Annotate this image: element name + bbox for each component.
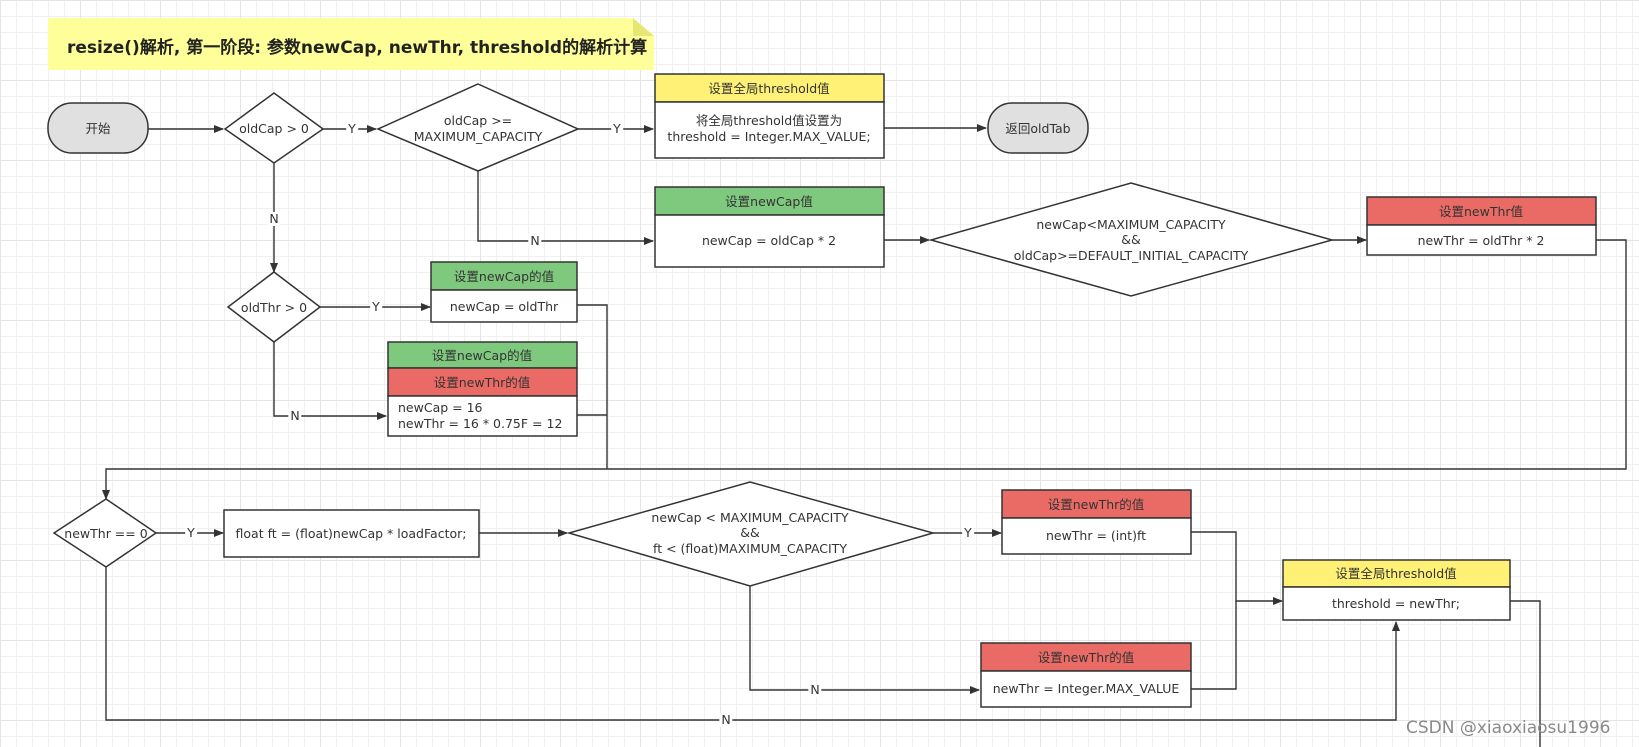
newcap-oldthr-body [430, 289, 578, 323]
defaults-body-line1: newCap = 16 [398, 400, 483, 415]
newcap-header [654, 186, 885, 216]
decision-max-line2: MAXIMUM_CAPACITY [413, 129, 543, 144]
decision-ft-line2: && [740, 525, 760, 540]
decision-max-line1: oldCap >= [443, 113, 513, 128]
return-node [987, 102, 1089, 154]
newthr-int-header-label: 设置newThr的值 [1047, 497, 1145, 512]
ft-box [223, 509, 480, 558]
edge-label-y5: Y [962, 525, 974, 540]
newcap-body-label: newCap = oldCap * 2 [701, 233, 837, 248]
newcap-oldthr-header [430, 261, 578, 291]
edge-merge-right [102, 239, 1627, 500]
decision-oldcap-label: oldCap > 0 [239, 121, 309, 136]
defaults-header2-label: 设置newThr的值 [433, 375, 531, 390]
return-label: 返回oldTab [1005, 121, 1071, 136]
decision-big [928, 182, 1335, 297]
start-label: 开始 [85, 121, 111, 136]
setthr-header-label: 设置全局threshold值 [708, 81, 830, 96]
edge-label-y2: Y [611, 121, 623, 136]
defaults-header1-label: 设置newCap的值 [431, 348, 533, 363]
setthr-body-line1: 将全局threshold值设置为 [695, 113, 843, 128]
decision-newthr-zero [52, 498, 158, 568]
threshold-body-label: threshold = newThr; [1331, 596, 1461, 611]
edge-label-n1: N [267, 211, 281, 226]
newthr-max-header-label: 设置newThr的值 [1037, 650, 1135, 665]
edge-newthr-no-threshold [105, 567, 1400, 721]
newthr-double-header [1366, 196, 1597, 226]
decision-ft-line3: ft < (float)MAXIMUM_CAPACITY [653, 541, 847, 556]
decision-oldthr-label: oldThr > 0 [240, 300, 308, 315]
edge-dft-max [749, 586, 980, 694]
edge-label-n3: N [288, 408, 302, 423]
newcap-oldthr-header-label: 设置newCap的值 [453, 269, 555, 284]
newthr-double-body [1366, 224, 1597, 256]
decision-ft [566, 481, 936, 587]
decision-big-line1: newCap<MAXIMUM_CAPACITY [1036, 217, 1226, 232]
threshold-header-label: 设置全局threshold值 [1335, 566, 1457, 581]
edge-label-y3: Y [370, 299, 382, 314]
ft-box-label: float ft = (float)newCap * loadFactor; [235, 526, 467, 541]
title-note [48, 18, 654, 70]
edge-label-n2: N [528, 233, 542, 248]
decision-ft-line1: newCap < MAXIMUM_CAPACITY [651, 510, 849, 525]
threshold-body [1282, 586, 1511, 621]
edge-max-newcap [477, 171, 654, 245]
watermark: CSDN @xiaoxiaosu1996 [1406, 718, 1611, 738]
setthr-body-line2: threshold = Integer.MAX_VALUE; [667, 129, 871, 144]
newthr-int-body-label: newThr = (int)ft [1045, 528, 1147, 543]
edge-label-n4: N [808, 682, 822, 697]
decision-big-line3: oldCap>=DEFAULT_INITIAL_CAPACITY [1013, 248, 1249, 263]
edge-label-y1: Y [346, 121, 358, 136]
defaults-header-newthr [387, 367, 578, 397]
newthr-double-header-label: 设置newThr值 [1438, 204, 1524, 219]
edge-newcap-merge [577, 304, 608, 469]
decision-newthr-label: newThr == 0 [64, 526, 148, 541]
newthr-double-body-label: newThr = oldThr * 2 [1417, 233, 1545, 248]
newthr-max-body [980, 670, 1192, 708]
note-title: resize()解析, 第一阶段: 参数newCap, newThr, thre… [67, 38, 648, 58]
newcap-body [654, 214, 885, 268]
edge-threshold-out [1510, 600, 1541, 747]
setthr-header [654, 73, 885, 103]
defaults-header-newcap [387, 341, 578, 369]
newthr-int-body [1001, 517, 1192, 555]
edge-label-n5: N [719, 712, 733, 727]
defaults-body [387, 395, 578, 437]
setthr-body [654, 101, 885, 159]
newcap-oldthr-body-label: newCap = oldThr [449, 299, 559, 314]
defaults-body-line2: newThr = 16 * 0.75F = 12 [398, 416, 563, 431]
newthr-max-body-label: newThr = Integer.MAX_VALUE [992, 681, 1180, 696]
edge-max-threshold [1191, 601, 1237, 690]
decision-oldthr [226, 271, 322, 343]
start-node [47, 102, 149, 154]
edge-int-threshold [1191, 531, 1283, 605]
newcap-header-label: 设置newCap值 [725, 194, 813, 209]
decision-big-line2: && [1121, 232, 1141, 247]
edge-label-y4: Y [185, 525, 197, 540]
decision-oldcap [223, 92, 325, 164]
edge-oldthr-defaults [273, 342, 387, 420]
decision-max-capacity [376, 83, 580, 172]
